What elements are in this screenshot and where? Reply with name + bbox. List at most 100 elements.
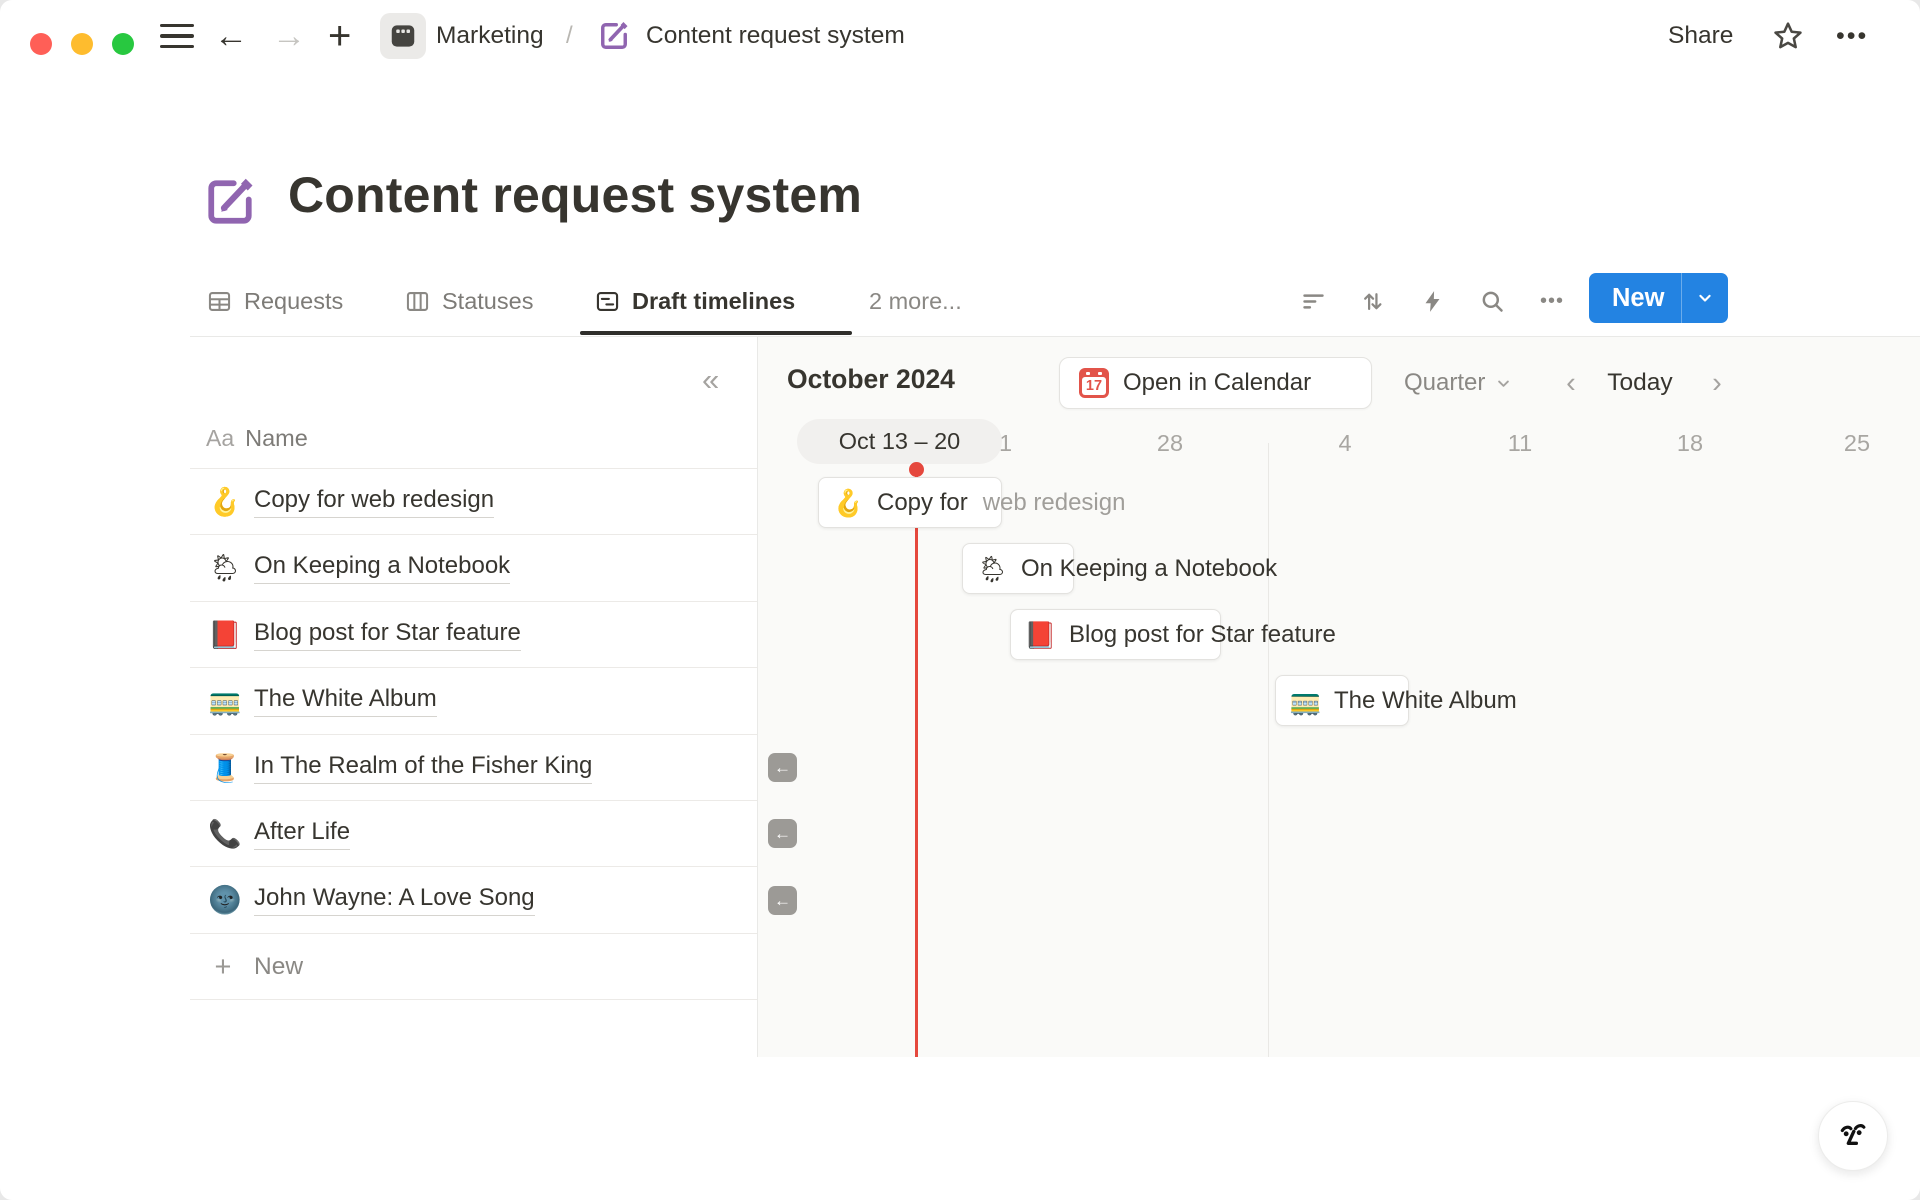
- new-button[interactable]: New: [1589, 273, 1728, 323]
- timeline-next-button[interactable]: ›: [1700, 357, 1734, 409]
- automations-button[interactable]: [1410, 270, 1454, 332]
- traffic-light-close[interactable]: [30, 33, 52, 55]
- lightning-icon: [1425, 290, 1439, 312]
- tram-emoji-icon: 🚃: [1289, 685, 1322, 716]
- row-divider: [190, 734, 757, 735]
- projects-icon: [391, 25, 415, 47]
- new-tab-button[interactable]: +: [328, 0, 351, 72]
- breadcrumb-workspace[interactable]: Marketing: [436, 22, 544, 49]
- arrow-left-icon: ←: [774, 823, 791, 843]
- sort-button[interactable]: [1350, 270, 1394, 332]
- chevron-left-icon: ‹: [1566, 366, 1576, 399]
- search-button[interactable]: [1470, 270, 1514, 332]
- new-button-divider: [1681, 273, 1683, 323]
- name-column-header[interactable]: Aa Name: [206, 424, 308, 451]
- board-icon: [406, 291, 429, 311]
- search-icon: [1482, 291, 1503, 312]
- compose-icon: [208, 178, 253, 224]
- list-item-on-keeping-a-notebook[interactable]: 🌦 On Keeping a Notebook: [208, 552, 511, 584]
- plus-icon: +: [214, 950, 232, 983]
- sun-rain-cloud-emoji-icon: 🌦: [208, 552, 243, 583]
- chevron-down-icon: [1699, 294, 1711, 302]
- row-divider: [190, 534, 757, 535]
- hook-emoji-icon: 🪝: [832, 487, 865, 518]
- row-divider: [190, 667, 757, 668]
- breadcrumb-page-icon: [596, 0, 632, 72]
- tab-statuses[interactable]: Statuses: [404, 270, 533, 332]
- list-item-copy-for-web-redesign[interactable]: 🪝 Copy for web redesign: [208, 486, 495, 518]
- timeline-month-label: October 2024: [787, 364, 955, 394]
- row-divider: [190, 999, 757, 1000]
- star-icon: [1774, 22, 1802, 49]
- red-book-emoji-icon: 📕: [208, 619, 242, 650]
- new-moon-face-emoji-icon: 🌚: [208, 884, 242, 915]
- ellipsis-icon: •••: [1836, 21, 1869, 50]
- axis-tick: 4: [1338, 430, 1352, 456]
- list-item-john-wayne-a-love-song[interactable]: 🌚 John Wayne: A Love Song: [208, 884, 535, 916]
- row-divider: [190, 800, 757, 801]
- scroll-to-bar-john-wayne[interactable]: ←: [768, 886, 797, 915]
- list-item-in-the-realm-of-the-fisher-king[interactable]: 🧵 In The Realm of the Fisher King: [208, 752, 593, 784]
- table-icon: [208, 291, 231, 311]
- view-more-button[interactable]: •••: [1530, 270, 1574, 332]
- filter-icon: [1302, 293, 1324, 309]
- tabbar-divider: [190, 336, 1920, 337]
- hook-emoji-icon: 🪝: [208, 486, 242, 517]
- traffic-light-minimize[interactable]: [71, 33, 93, 55]
- scroll-to-bar-after-life[interactable]: ←: [768, 819, 797, 848]
- text-type-icon: Aa: [206, 424, 235, 451]
- open-in-calendar-button[interactable]: 17 Open in Calendar: [1059, 357, 1372, 409]
- notion-ai-face-icon: [1840, 1124, 1866, 1145]
- axis-tick: 25: [1843, 430, 1871, 456]
- favorite-button[interactable]: [1770, 0, 1806, 72]
- breadcrumb-page[interactable]: Content request system: [646, 22, 905, 49]
- row-divider: [190, 866, 757, 867]
- list-item-after-life[interactable]: 📞 After Life: [208, 818, 351, 850]
- notion-ai-button[interactable]: [1818, 1101, 1888, 1171]
- traffic-light-zoom[interactable]: [112, 33, 134, 55]
- collapse-panel-button[interactable]: «: [702, 362, 720, 397]
- new-button-dropdown[interactable]: [1682, 288, 1728, 308]
- timeline-bar-on-keeping-a-notebook[interactable]: 🌦 On Keeping a Notebook: [962, 543, 1277, 594]
- axis-tick: 11: [1507, 430, 1533, 456]
- timeline-bar-copy-for-web-redesign[interactable]: 🪝 Copy for web redesign: [818, 477, 1125, 528]
- window-more-button[interactable]: •••: [1836, 0, 1868, 72]
- row-divider: [190, 601, 757, 602]
- thread-emoji-icon: 🧵: [208, 752, 242, 783]
- axis-tick: 18: [1676, 430, 1704, 456]
- timeline-scale-select[interactable]: Quarter: [1404, 357, 1513, 409]
- timeline-prev-button[interactable]: ‹: [1554, 357, 1588, 409]
- breadcrumb-workspace-icon-chip[interactable]: [380, 0, 426, 72]
- tab-requests[interactable]: Requests: [206, 270, 343, 332]
- tab-draft-timelines[interactable]: Draft timelines: [594, 270, 795, 332]
- share-button[interactable]: Share: [1668, 22, 1734, 49]
- more-views-button[interactable]: 2 more...: [869, 287, 962, 314]
- chevron-down-icon: [1498, 380, 1510, 387]
- list-item-blog-post-for-star-feature[interactable]: 📕 Blog post for Star feature: [208, 619, 521, 651]
- red-book-emoji-icon: 📕: [1024, 619, 1057, 650]
- back-button[interactable]: ←: [214, 0, 248, 72]
- new-row-button[interactable]: + New: [190, 934, 757, 1000]
- list-item-the-white-album[interactable]: 🚃 The White Album: [208, 685, 437, 717]
- forward-button[interactable]: →: [272, 0, 306, 72]
- arrow-left-icon: ←: [774, 757, 791, 777]
- calendar-icon: 17: [1079, 368, 1109, 398]
- timeline-bar-the-white-album[interactable]: 🚃 The White Album: [1275, 675, 1517, 726]
- breadcrumb-separator: /: [566, 22, 573, 49]
- page-icon[interactable]: [200, 172, 260, 237]
- scroll-to-bar-fisher-king[interactable]: ←: [768, 753, 797, 782]
- sidebar-menu-button[interactable]: [160, 0, 194, 72]
- timeline-today-button[interactable]: Today: [1607, 369, 1673, 396]
- compose-icon: [601, 22, 628, 49]
- sort-icon: [1363, 292, 1381, 310]
- timeline-bar-blog-post-for-star-feature[interactable]: 📕 Blog post for Star feature: [1010, 609, 1336, 660]
- filter-button[interactable]: [1291, 270, 1335, 332]
- active-tab-underline: [580, 331, 852, 335]
- plus-icon: +: [328, 14, 352, 58]
- sun-rain-cloud-emoji-icon: 🌦: [976, 553, 1010, 584]
- row-divider: [190, 933, 757, 934]
- arrow-left-icon: ←: [774, 890, 791, 910]
- timeline-icon: [596, 291, 619, 311]
- page-title[interactable]: Content request system: [288, 167, 862, 223]
